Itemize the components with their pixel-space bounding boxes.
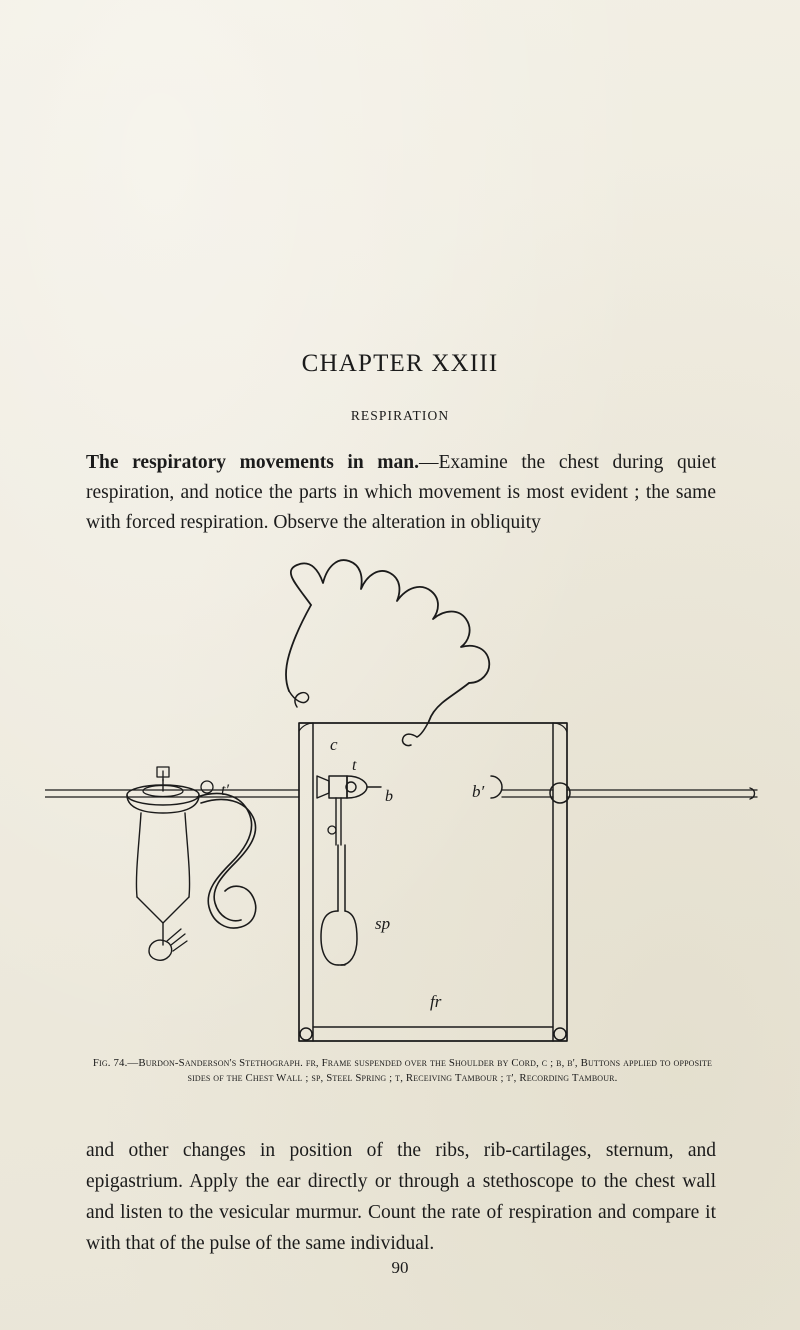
figure-label-b-prime: b′ — [472, 782, 485, 801]
figure-label-t-prime: t′ — [221, 782, 229, 799]
figure-caption: Fig. 74.—Burdon-Sanderson's Stethograph.… — [80, 1056, 725, 1085]
chapter-title: CHAPTER XXIII — [301, 350, 499, 377]
caption-figure-title: Burdon-Sanderson's Stethograph. — [138, 1057, 303, 1069]
paragraph-lead-rest: —Examine the chest during quiet respirat… — [86, 452, 716, 533]
figure-label-sp: sp — [375, 914, 390, 933]
figure-label-t: t — [352, 757, 357, 774]
paragraph-lead-bold: The respiratory movements in man. — [86, 452, 419, 473]
caption-part-5: t', Recording Tambour. — [506, 1071, 618, 1084]
caption-part-4: t, Receiving Tambour ; — [395, 1071, 504, 1084]
stethograph-diagram: c t t′ b b′ sp fr — [44, 559, 758, 1042]
figure-label-c: c — [330, 735, 338, 754]
caption-part-2: b, b', Buttons applied to opposite sides… — [187, 1057, 713, 1084]
intro-paragraph: The respiratory movements in man.—Examin… — [86, 448, 716, 538]
figure-label-b: b — [385, 788, 393, 805]
figure-illustration: c t t′ b b′ sp fr — [44, 545, 760, 1050]
closing-paragraph: and other changes in position of the rib… — [86, 1140, 716, 1254]
page-number: 90 — [391, 1258, 409, 1277]
caption-part-3: sp, Steel Spring ; — [311, 1071, 393, 1084]
caption-part-1: fr, Frame suspended over the Shoulder by… — [305, 1057, 554, 1069]
caption-figure-number: Fig. 74.— — [92, 1057, 139, 1069]
section-heading: RESPIRATION — [350, 408, 450, 423]
figure-label-fr: fr — [430, 992, 442, 1011]
